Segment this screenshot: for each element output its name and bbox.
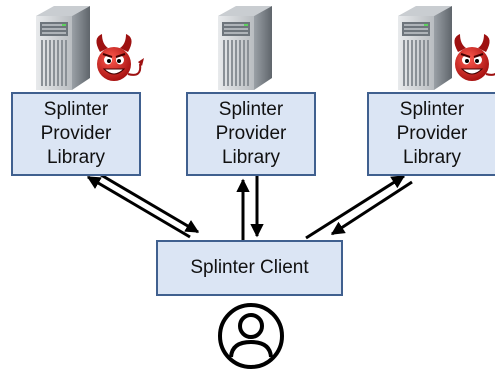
provider-box-line2: Provider: [40, 123, 112, 144]
client-box: Splinter Client: [156, 240, 343, 296]
client-box-label: Splinter Client: [190, 257, 309, 278]
arrow-left-to-client: [95, 170, 200, 234]
provider-box-line2: Provider: [396, 123, 468, 144]
devil-face-icon-left: [95, 33, 145, 82]
server-tower-icon-left: [36, 6, 90, 90]
provider-box-line3: Library: [402, 147, 462, 168]
provider-library-box-right: Splinter Provider Library: [367, 92, 495, 176]
server-tower-icon-right: [398, 6, 452, 90]
provider-box-line3: Library: [46, 147, 106, 168]
devil-face-icon-right: [453, 33, 495, 82]
provider-box-line2: Provider: [215, 123, 287, 144]
arrow-left-to-provider: [86, 175, 191, 239]
provider-library-box-middle: Splinter Provider Library: [186, 92, 316, 176]
arrow-right-to-provider: [305, 174, 406, 240]
arrow-right-to-client: [330, 180, 413, 236]
provider-box-line1: Splinter: [218, 99, 284, 120]
provider-box-line1: Splinter: [43, 99, 109, 120]
provider-box-line3: Library: [221, 147, 281, 168]
provider-library-box-left: Splinter Provider Library: [11, 92, 141, 176]
server-tower-icon-middle: [218, 6, 272, 90]
user-avatar-icon: [218, 303, 284, 369]
provider-box-line1: Splinter: [399, 99, 465, 120]
